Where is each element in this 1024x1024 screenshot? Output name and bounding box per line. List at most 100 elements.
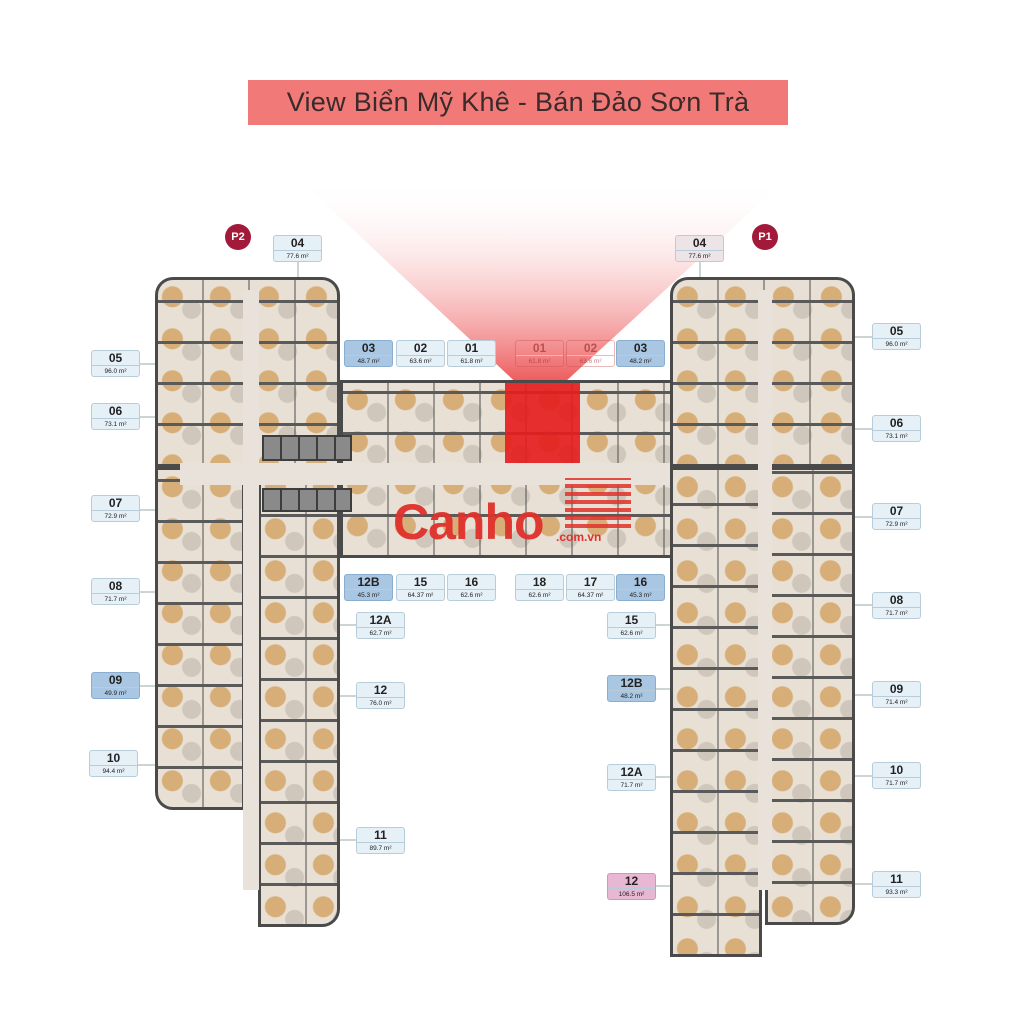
unit-code: 07 [873,504,920,519]
unit-code: 10 [90,751,137,766]
unit-area: 106.5 m² [618,891,645,898]
p2-outer-wing [155,467,245,810]
p1-unit-label-02[interactable]: 02 63.6 m² [566,340,615,367]
p2-inner-wing [258,467,340,927]
unit-code: 15 [397,575,444,590]
p2-corridor [243,290,259,890]
unit-area: 71.7 m² [885,610,908,617]
view-banner: View Biển Mỹ Khê - Bán Đảo Sơn Trà [248,80,788,125]
tower-badge-p2: P2 [225,224,251,250]
p1-unit-label-17[interactable]: 17 64.37 m² [566,574,615,601]
unit-area: 96.0 m² [885,341,908,348]
p1-unit-label-07[interactable]: 07 72.9 m² [872,503,921,530]
unit-code: 18 [516,575,563,590]
unit-area: 71.7 m² [885,780,908,787]
unit-code: 01 [448,341,495,356]
unit-code: 07 [92,496,139,511]
p1-unit-label-11[interactable]: 11 93.3 m² [872,871,921,898]
highlighted-unit [505,383,580,463]
p2-unit-label-12a[interactable]: 12A 62.7 m² [356,612,405,639]
unit-area: 71.7 m² [620,782,643,789]
unit-area: 71.7 m² [104,596,127,603]
unit-area: 64.37 m² [577,592,604,599]
unit-code: 16 [448,575,495,590]
unit-code: 12 [608,874,655,889]
p1-inner-wing [670,467,762,957]
unit-area: 64.37 m² [407,592,434,599]
p1-unit-label-03[interactable]: 03 48.2 m² [616,340,665,367]
p2-unit-label-01[interactable]: 01 61.8 m² [447,340,496,367]
unit-area: 93.3 m² [885,889,908,896]
unit-code: 12B [608,676,655,691]
unit-area: 71.4 m² [885,699,908,706]
unit-area: 62.7 m² [369,630,392,637]
unit-area: 89.7 m² [369,845,392,852]
unit-area: 61.8 m² [460,358,483,365]
unit-code: 12 [357,683,404,698]
p1-unit-label-09[interactable]: 09 71.4 m² [872,681,921,708]
p1-unit-label-08[interactable]: 08 71.7 m² [872,592,921,619]
p2-unit-label-06[interactable]: 06 73.1 m² [91,403,140,430]
unit-area: 48.7 m² [357,358,380,365]
unit-code: 08 [873,593,920,608]
p1-corridor [758,290,772,890]
watermark-brand: Canho [393,494,545,550]
tower-badge-p1: P1 [752,224,778,250]
unit-code: 05 [92,351,139,366]
unit-code: 01 [516,341,563,356]
unit-code: 04 [676,236,723,251]
p1-unit-label-05[interactable]: 05 96.0 m² [872,323,921,350]
watermark-domain: .com.vn [556,530,602,544]
unit-code: 03 [617,341,664,356]
p2-elevator-core-2 [262,488,352,512]
unit-area: 72.9 m² [885,521,908,528]
unit-code: 11 [873,872,920,887]
unit-code: 12A [357,613,404,628]
p1-outer-wing [765,467,855,925]
unit-area: 77.6 m² [286,253,309,260]
unit-code: 17 [567,575,614,590]
p1-unit-label-12[interactable]: 12 106.5 m² [607,873,656,900]
watermark-building-icon [565,478,631,528]
view-direction-cone [300,180,785,405]
p2-unit-label-15[interactable]: 15 64.37 m² [396,574,445,601]
unit-code: 05 [873,324,920,339]
p2-elevator-core [262,435,352,461]
unit-area: 94.4 m² [102,768,125,775]
p2-unit-label-10[interactable]: 10 94.4 m² [89,750,138,777]
p1-unit-label-12a[interactable]: 12A 71.7 m² [607,764,656,791]
unit-code: 06 [873,416,920,431]
unit-area: 73.1 m² [104,421,127,428]
p2-unit-label-03[interactable]: 03 48.7 m² [344,340,393,367]
unit-code: 09 [873,682,920,697]
unit-code: 03 [345,341,392,356]
unit-code: 15 [608,613,655,628]
unit-code: 12A [608,765,655,780]
unit-code: 09 [92,673,139,688]
unit-area: 96.0 m² [104,368,127,375]
p2-unit-label-09[interactable]: 09 49.9 m² [91,672,140,699]
unit-code: 06 [92,404,139,419]
p2-unit-label-05[interactable]: 05 96.0 m² [91,350,140,377]
unit-area: 48.2 m² [629,358,652,365]
unit-area: 49.9 m² [104,690,127,697]
unit-code: 02 [567,341,614,356]
unit-code: 16 [617,575,664,590]
unit-area: 63.6 m² [579,358,602,365]
